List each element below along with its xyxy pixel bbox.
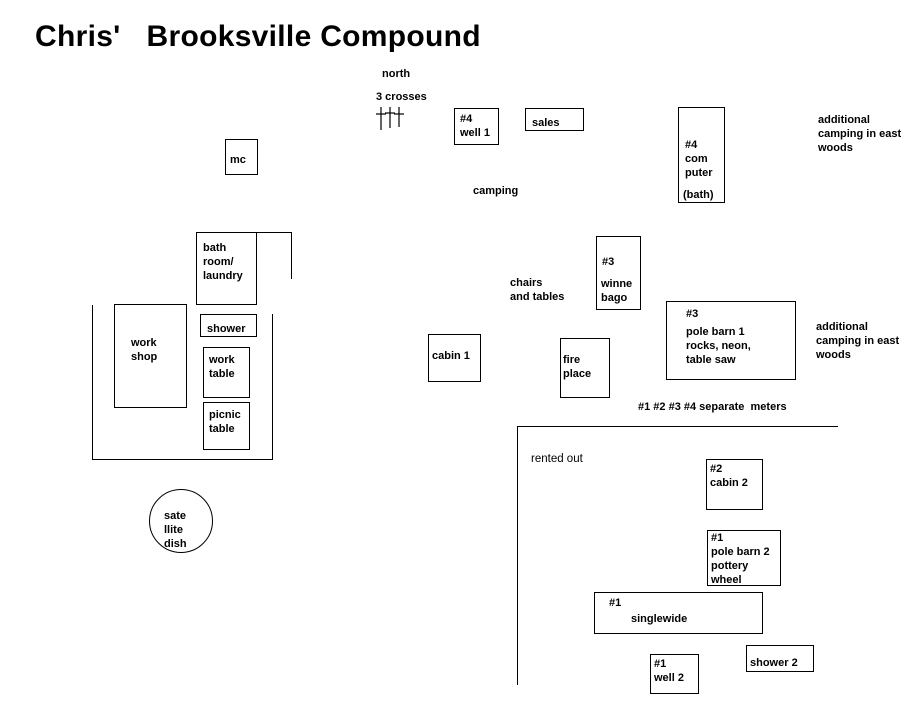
fence-top bbox=[257, 232, 292, 233]
fireplace: fire place bbox=[560, 338, 610, 398]
shower-building: shower bbox=[200, 314, 257, 337]
enclosure-bottom-wall bbox=[92, 459, 273, 460]
picnic-table-label: picnic table bbox=[209, 409, 241, 435]
well-1-label: #4 well 1 bbox=[460, 113, 490, 139]
computer-building: #4 com puter (bath) bbox=[678, 107, 725, 203]
singlewide-number: #1 bbox=[609, 597, 622, 609]
cabin-1: cabin 1 bbox=[428, 334, 481, 382]
pole-barn-1: #3 pole barn 1 rocks, neon, table saw bbox=[666, 301, 796, 380]
winnebago-label: winne bago bbox=[601, 278, 633, 304]
winnebago-number: #3 bbox=[602, 256, 615, 268]
well-1-building: #4 well 1 bbox=[454, 108, 499, 145]
workshop-building: work shop bbox=[114, 304, 187, 408]
rented-out-label: rented out bbox=[531, 453, 583, 465]
winnebago: #3 winne bago bbox=[596, 236, 641, 310]
fireplace-label: fire place bbox=[563, 354, 592, 380]
mc-label: mc bbox=[230, 154, 246, 166]
east-woods-label-2: additional camping in east woods bbox=[816, 321, 900, 361]
east-woods-label-1: additional camping in east woods bbox=[818, 114, 902, 154]
computer-number: #4 bbox=[685, 139, 698, 151]
pole-barn-1-label: pole barn 1 rocks, neon, table saw bbox=[686, 326, 751, 366]
meters-label: #1 #2 #3 #4 separate meters bbox=[638, 401, 787, 413]
computer-label: com puter bbox=[685, 153, 713, 179]
satellite-dish bbox=[149, 489, 213, 553]
well-2-label: #1 well 2 bbox=[654, 658, 684, 684]
map-title: Chris' Brooksville Compound bbox=[35, 20, 481, 53]
shower-2: shower 2 bbox=[746, 645, 814, 672]
well-2: #1 well 2 bbox=[650, 654, 699, 694]
enclosure-right-wall bbox=[272, 314, 273, 460]
work-table-label: work table bbox=[209, 354, 235, 380]
pole-barn-2-label: #1 pole barn 2 pottery wheel bbox=[711, 532, 770, 586]
north-label: north bbox=[382, 68, 411, 80]
sales-label: sales bbox=[532, 117, 560, 129]
chairs-tables-label: chairs and tables bbox=[510, 277, 565, 303]
cabin-2-label: #2 cabin 2 bbox=[710, 463, 748, 489]
bathroom-label: bath room/ laundry bbox=[203, 242, 243, 282]
workshop-label: work shop bbox=[131, 337, 158, 363]
computer-bath-label: (bath) bbox=[683, 189, 714, 201]
cabin-2: #2 cabin 2 bbox=[706, 459, 763, 510]
cabin-1-label: cabin 1 bbox=[432, 350, 470, 362]
crosses-label: 3 crosses bbox=[376, 91, 427, 103]
singlewide: #1 singlewide bbox=[594, 592, 763, 634]
bathroom-laundry-building: bath room/ laundry bbox=[196, 232, 257, 305]
crosses-icon bbox=[376, 107, 404, 130]
pole-barn-2: #1 pole barn 2 pottery wheel bbox=[707, 530, 781, 586]
picnic-table: picnic table bbox=[203, 402, 250, 450]
satellite-dish-label: sate llite dish bbox=[164, 510, 187, 550]
singlewide-label: singlewide bbox=[631, 613, 688, 625]
sales-building: sales bbox=[525, 108, 584, 131]
shower-2-label: shower 2 bbox=[750, 657, 798, 669]
enclosure-left-wall bbox=[92, 305, 93, 460]
camping-label: camping bbox=[473, 185, 519, 197]
pole-barn-1-number: #3 bbox=[686, 308, 699, 320]
mc-building: mc bbox=[225, 139, 258, 175]
work-table: work table bbox=[203, 347, 250, 398]
rented-area-left-line bbox=[517, 426, 518, 685]
rented-area-top-line bbox=[517, 426, 838, 427]
shower-label: shower bbox=[207, 323, 246, 335]
fence-side bbox=[291, 232, 292, 279]
